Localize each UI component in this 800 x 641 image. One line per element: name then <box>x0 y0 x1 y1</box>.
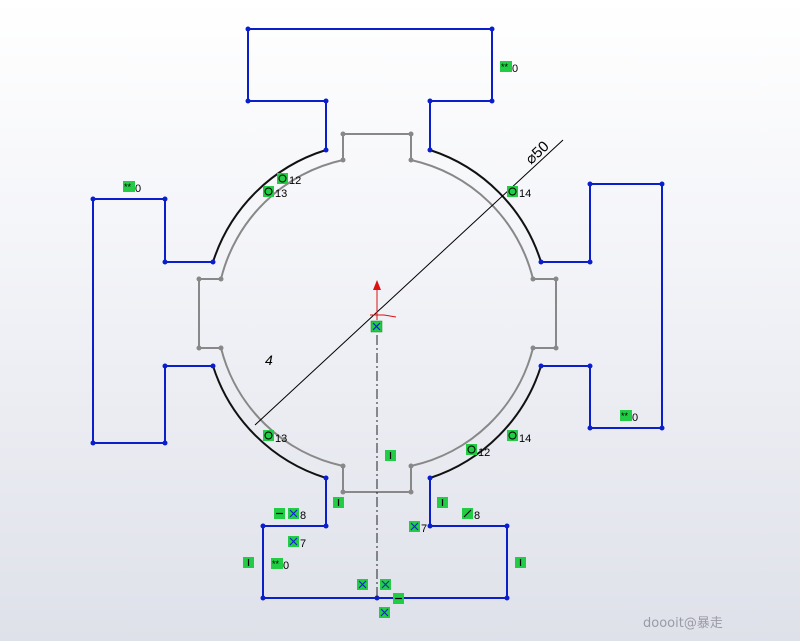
sketch-vertices[interactable] <box>90 26 665 601</box>
svg-text:7: 7 <box>421 523 427 535</box>
construction-vertices <box>196 131 559 495</box>
relation-tangent-bottom-right-14[interactable]: 14 <box>507 430 531 445</box>
relation-symmetric-7-right[interactable]: 7 <box>409 521 427 535</box>
svg-text:**: ** <box>272 559 280 569</box>
svg-text:13: 13 <box>275 433 287 445</box>
svg-text:8: 8 <box>300 510 306 522</box>
relation-vertical-2[interactable] <box>333 497 344 508</box>
relation-vertical-5[interactable] <box>515 557 526 568</box>
relation-radius-right[interactable]: ** 0 <box>620 410 638 424</box>
count-label: 4 <box>265 352 273 368</box>
relation-symmetric-7-left[interactable]: 7 <box>288 536 306 550</box>
watermark-text: doooit@暴走 <box>643 616 723 631</box>
svg-text:**: ** <box>124 182 132 192</box>
relation-vertical-3[interactable] <box>437 497 448 508</box>
svg-text:7: 7 <box>300 538 306 550</box>
svg-text:0: 0 <box>512 63 518 75</box>
relation-tangent-top-right-14[interactable]: 14 <box>507 186 531 200</box>
relation-tangent-bottom-right-12[interactable]: 12 <box>466 444 490 459</box>
svg-text:13: 13 <box>275 188 287 200</box>
svg-text:12: 12 <box>478 447 490 459</box>
svg-text:12: 12 <box>289 175 301 187</box>
relation-radius-left[interactable]: ** 0 <box>123 181 141 195</box>
dimension-text[interactable]: ⌀50 <box>522 138 552 168</box>
sketch-profile[interactable] <box>92 28 663 599</box>
relation-horizontal-8-left[interactable]: 8 <box>274 508 306 522</box>
relation-midpoint-group[interactable] <box>357 579 404 618</box>
origin-icon[interactable] <box>370 280 397 333</box>
relation-radius-top-right[interactable]: ** 0 <box>500 61 518 75</box>
outer-arcs[interactable] <box>212 149 542 479</box>
relation-vertical-4[interactable] <box>243 557 254 568</box>
svg-text:14: 14 <box>519 433 531 445</box>
relation-symmetric-8-right[interactable]: 8 <box>462 508 480 522</box>
construction-profile[interactable] <box>198 133 557 493</box>
relation-tangent-top-left-12[interactable]: 12 <box>277 173 301 187</box>
relation-radius-bottom-left[interactable]: ** 0 <box>271 558 289 572</box>
svg-text:**: ** <box>501 62 509 72</box>
svg-text:0: 0 <box>283 560 289 572</box>
relation-tangent-bottom-left-13[interactable]: 13 <box>263 430 287 445</box>
relation-tangent-top-left-13[interactable]: 13 <box>263 186 287 200</box>
svg-text:**: ** <box>621 411 629 421</box>
relation-vertical-1[interactable] <box>385 450 396 461</box>
svg-text:0: 0 <box>135 183 141 195</box>
svg-text:0: 0 <box>632 412 638 424</box>
svg-text:14: 14 <box>519 188 531 200</box>
svg-text:8: 8 <box>474 510 480 522</box>
